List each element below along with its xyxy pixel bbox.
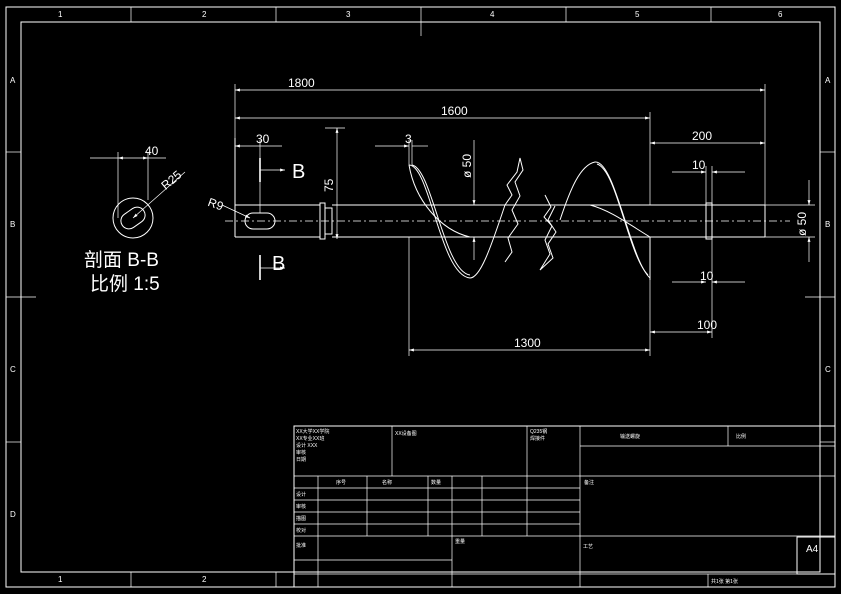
dim-flight-thickness: 3: [405, 132, 412, 146]
part-name: 输送螺旋: [620, 433, 640, 440]
material-line-2: 焊接件: [530, 435, 545, 442]
designer-label: 工艺: [583, 544, 593, 550]
zone-col-bottom-2: 2: [202, 575, 207, 584]
zone-row-c: C: [10, 365, 16, 374]
paper-size: A4: [806, 544, 819, 555]
dim-slot-radius: R9: [206, 195, 226, 214]
zone-row-a-right: A: [825, 76, 831, 85]
zone-row-b: B: [10, 220, 15, 229]
material-line-1: Q235钢: [530, 428, 547, 435]
zone-row-d: D: [10, 510, 16, 519]
dim-right-extension: 200: [692, 129, 712, 143]
org-line-5: 日期: [296, 457, 306, 463]
scale-label: 比例: [736, 433, 746, 440]
row-label-4: 校对: [296, 527, 306, 534]
zone-col-6: 6: [778, 10, 783, 19]
col-remark: 备注: [584, 479, 594, 486]
dim-end-offset: 30: [256, 132, 270, 146]
org-line-1: XX大学XX学院: [296, 428, 329, 435]
sheet-label: 共1张 第1张: [711, 578, 738, 585]
org-line-2: XX专业XX班: [296, 435, 324, 442]
drawing-label: XX设备图: [395, 430, 417, 437]
section-scale: 比例 1:5: [90, 273, 160, 295]
helical-flight: [408, 157, 651, 280]
zone-col-2: 2: [202, 10, 207, 19]
row-label-1: 设计: [296, 491, 306, 498]
section-markers: B B: [259, 158, 305, 280]
section-marker-top: B: [292, 161, 305, 183]
zone-col-1: 1: [58, 10, 63, 19]
zone-row-b-right: B: [825, 220, 830, 229]
weight-label: 重量: [455, 538, 465, 545]
col-seq: 序号: [336, 479, 346, 486]
zone-col-5: 5: [635, 10, 640, 19]
zone-col-4: 4: [490, 10, 495, 19]
col-qty: 数量: [431, 479, 441, 486]
zone-col-bottom-1: 1: [58, 575, 63, 584]
dimension-lines: 1800 1600 200 30 3 ø 50 75 1300 100: [206, 76, 815, 356]
row-label-3: 描图: [296, 515, 306, 522]
dim-flight-diameter: ø 50: [460, 154, 474, 178]
screw-shaft: [225, 138, 790, 240]
dim-tail-spacing: 100: [697, 318, 717, 332]
title-block: XX大学XX学院 XX专业XX班 设计 XXX 审核 日期 XX设备图 Q235…: [293, 425, 836, 588]
dim-section-radius: R25: [158, 167, 184, 192]
dim-shaft-diameter: ø 50: [795, 212, 809, 236]
row-label-2: 审核: [296, 503, 306, 510]
section-marker-bottom: B: [272, 253, 285, 275]
row-label-5: 批准: [296, 542, 306, 549]
dim-main-length: 1600: [441, 104, 468, 118]
org-line-3: 设计 XXX: [296, 442, 318, 449]
section-title: 剖面 B-B: [84, 249, 159, 271]
dim-bearing-width-top: 10: [692, 158, 706, 172]
dim-overall-length: 1800: [288, 76, 315, 90]
zone-row-a: A: [10, 76, 16, 85]
section-view: 40 R25 剖面 B-B 比例 1:5: [84, 144, 186, 295]
dim-flange-height: 75: [322, 178, 336, 192]
zone-col-3: 3: [346, 10, 351, 19]
org-line-4: 审核: [296, 449, 306, 456]
dim-flight-length: 1300: [514, 336, 541, 350]
bearing-ring: [705, 202, 713, 240]
zone-row-c-right: C: [825, 365, 831, 374]
zone-ticks: [6, 7, 835, 587]
col-name: 名称: [382, 479, 392, 486]
dim-bearing-width-bottom: 10: [700, 269, 714, 283]
dim-section-width: 40: [145, 144, 159, 158]
